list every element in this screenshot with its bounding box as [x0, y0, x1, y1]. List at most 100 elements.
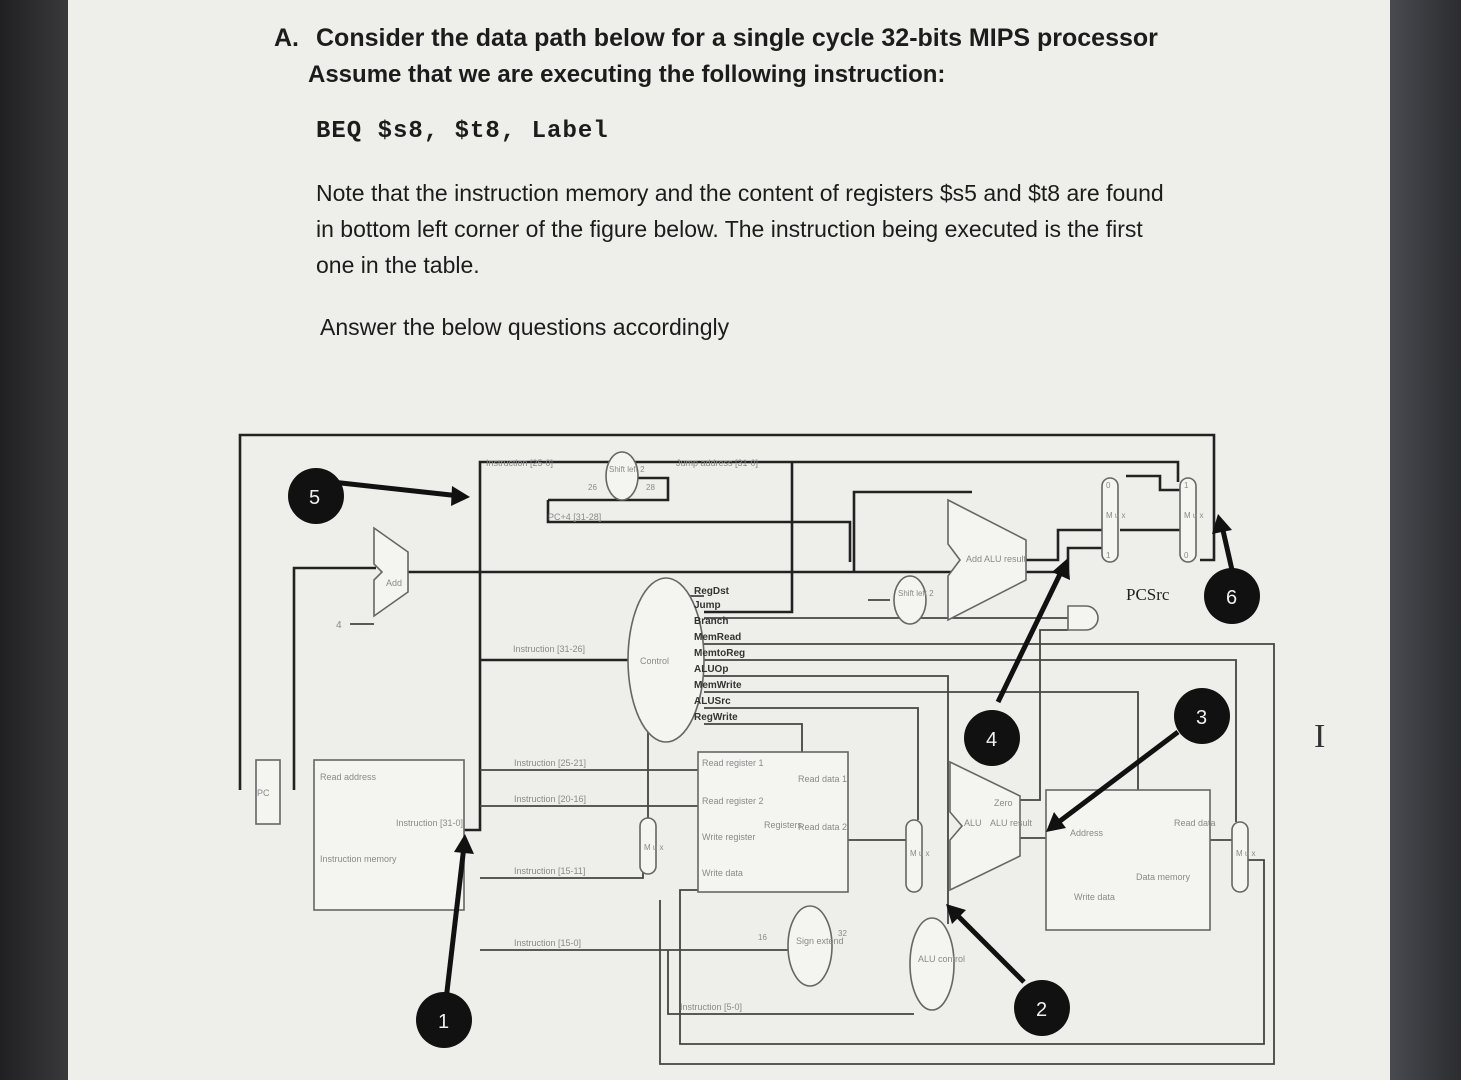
registers-label: Registers [764, 820, 803, 830]
pc-label: PC [257, 788, 270, 798]
memwrite-label: MemWrite [694, 680, 742, 691]
jump-mux-label: M u x [1184, 511, 1204, 520]
outer-wire [238, 433, 1216, 790]
pcsrc-mux-one: 1 [1106, 551, 1111, 560]
add-mux-wire [852, 490, 972, 572]
read-register-2-label: Read register 2 [702, 796, 764, 806]
marker-4 [964, 710, 1020, 766]
regdst-label: RegDst [694, 586, 730, 597]
alu-control [909, 917, 955, 1011]
branch-adder [947, 498, 1027, 622]
regdst-mux [639, 817, 657, 875]
shift-left-2-mid [893, 575, 927, 625]
and-gate [1067, 605, 1099, 631]
monitor-bezel-left [0, 0, 70, 1080]
marker-5-arrow [331, 479, 461, 499]
aluop-label: ALUOp [694, 664, 728, 675]
question-label: A. [274, 24, 299, 52]
control-label: Control [640, 656, 669, 666]
alusrc-mux [905, 819, 923, 893]
address-label: Address [1070, 828, 1104, 838]
read-data-label: Read data [1174, 818, 1216, 828]
instr-31-26-label: Instruction [31-26] [513, 644, 585, 654]
pc-adder [373, 526, 409, 618]
instr-5-0-wire [667, 950, 914, 1015]
alusrc-mux-label: M u x [910, 849, 930, 858]
pc-adder-label: Add [386, 578, 402, 588]
jump-label: Jump [694, 600, 721, 611]
question-assume: Assume that we are executing the followi… [308, 61, 946, 88]
sign-extend-label: Sign extend [796, 936, 844, 946]
pcsrc-label: PCSrc [1126, 585, 1170, 604]
jump-mux [1179, 477, 1197, 563]
n26-label: 26 [588, 483, 597, 492]
alu-label: ALU [964, 818, 982, 828]
regwrite-label: RegWrite [694, 712, 738, 723]
pc4-label: PC+4 [31-28] [548, 512, 601, 522]
marker-5-label: 5 [309, 487, 320, 509]
question-title: Consider the data path below for a singl… [316, 24, 1158, 52]
read-data-2-label: Read data 2 [798, 822, 847, 832]
instr-15-0-label: Instruction [15-0] [514, 938, 581, 948]
jump-address-wire [478, 460, 1180, 482]
jump-address-label: Jump address [31-0] [676, 458, 758, 468]
alu-result-label: ALU result [990, 818, 1033, 828]
marker-1-arrow [443, 845, 467, 1001]
instruction-memory-label: Instruction memory [320, 854, 397, 864]
register-file [697, 751, 849, 893]
write-data-label: Write data [702, 868, 743, 878]
marker-5-arrowhead [451, 486, 470, 506]
memwrite-wire [704, 691, 1139, 790]
marker-6 [1204, 568, 1260, 624]
pcsrc-mux-zero: 0 [1106, 481, 1111, 490]
control-unit [627, 577, 705, 743]
pc4-wire [548, 476, 670, 502]
datapath-diagram: PC Read address Instruction [31-0] Instr… [238, 433, 1275, 1065]
n28-label: 28 [646, 483, 655, 492]
data-memory-label: Data memory [1136, 872, 1191, 882]
sign-extend [787, 905, 833, 987]
alu-control-label: ALU control [918, 954, 965, 964]
answer-prompt: Answer the below questions accordingly [320, 314, 730, 340]
pc-add-wire [292, 566, 376, 790]
shift-left-2-top [605, 451, 639, 501]
shift-left-2-top-label: Shift left 2 [609, 465, 645, 474]
pcsrc-mux [1101, 477, 1119, 563]
monitor-bezel-right [1388, 0, 1461, 1080]
marker-3-arrowhead [1046, 812, 1066, 832]
marker-1-label: 1 [438, 1011, 449, 1033]
alu-add-to-mux [1026, 528, 1108, 562]
alusrc-wire [704, 707, 919, 820]
write-register-label: Write register [702, 832, 755, 842]
n16-label: 16 [758, 933, 767, 942]
marker-4-arrow [995, 568, 1065, 704]
memtoreg-label: MemtoReg [694, 648, 745, 659]
marker-3 [1174, 688, 1230, 744]
jump-mux-wire [1126, 474, 1186, 492]
add-alu-result-label: Add ALU result [966, 554, 1027, 564]
marker-2-label: 2 [1036, 999, 1047, 1021]
main-alu [949, 760, 1021, 892]
instruction-code: BEQ $s8, $t8, Label [316, 118, 609, 145]
note-line-2: in bottom left corner of the figure belo… [316, 216, 1143, 242]
alusrc-label: ALUSrc [694, 696, 731, 707]
regdst-mux-label: M u x [644, 843, 664, 852]
pcsrc-mux-label: M u x [1106, 511, 1126, 520]
instruction-bus [464, 476, 482, 832]
memtoreg-mux [1231, 821, 1249, 893]
instruction-31-0-label: Instruction [31-0] [396, 818, 463, 828]
marker-2-arrow [952, 910, 1026, 984]
marker-1 [416, 992, 472, 1048]
text-cursor-icon: I [1314, 718, 1326, 755]
shift-left-2-mid-label: Shift left 2 [898, 589, 934, 598]
zero-label: Zero [994, 798, 1013, 808]
memread-label: MemRead [694, 632, 741, 643]
regwrite-wire [704, 723, 803, 752]
note-line-3: one in the table. [316, 252, 480, 278]
marker-5 [288, 468, 344, 524]
read-data-1-label: Read data 1 [798, 774, 847, 784]
jump-mux-one: 1 [1184, 481, 1189, 490]
n32-label: 32 [838, 929, 847, 938]
pc4-to-shift [546, 500, 852, 562]
marker-4-arrowhead [1052, 558, 1070, 580]
